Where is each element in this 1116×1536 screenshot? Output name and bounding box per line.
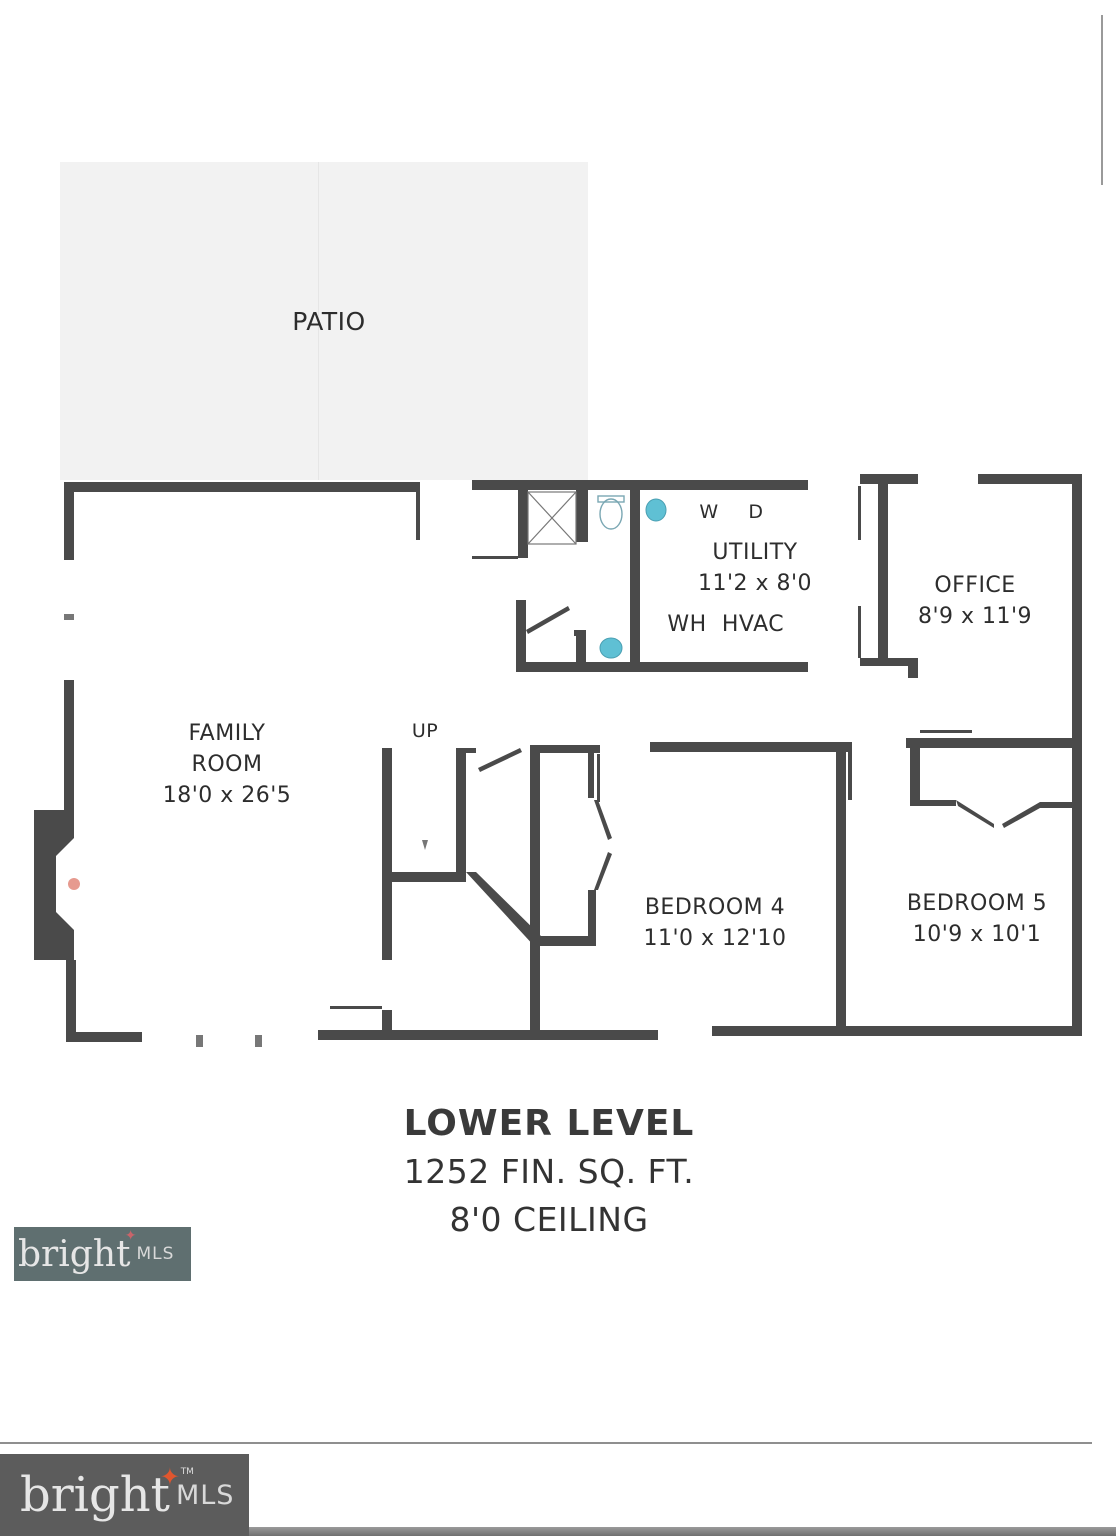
office-name: OFFICE <box>934 573 1016 598</box>
level-title-block: LOWER LEVEL 1252 FIN. SQ. FT. 8'0 CEILIN… <box>404 1100 695 1244</box>
scan-bottom-edge <box>249 1527 1116 1536</box>
utility-label: UTILITY 11'2 x 8'0 <box>698 537 812 599</box>
washer-label: W <box>699 501 719 523</box>
brand-wordmark: bright✦ <box>18 1227 137 1275</box>
sink-icon <box>599 498 667 659</box>
bedroom4-name: BEDROOM 4 <box>644 895 786 920</box>
bedroom4-label: BEDROOM 4 11'0 x 12'10 <box>643 892 786 954</box>
dryer-label: D <box>748 501 764 523</box>
mls-wordmark: MLS <box>136 1244 175 1264</box>
bright-mls-watermark-small: bright✦ MLS <box>14 1227 191 1281</box>
bedroom5-label: BEDROOM 5 10'9 x 10'1 <box>907 888 1047 950</box>
star-icon: ✦ <box>124 1227 137 1244</box>
scan-page-edge <box>0 1442 1092 1444</box>
ceiling-height: 8'0 CEILING <box>449 1200 649 1239</box>
floor-plan-walls <box>34 474 1082 1047</box>
office-dims: 8'9 x 11'9 <box>917 604 1033 629</box>
stair-arrow-icon <box>422 840 428 850</box>
level-title: LOWER LEVEL <box>403 1103 695 1144</box>
star-icon: ✦ <box>159 1463 180 1491</box>
office-label: OFFICE 8'9 x 11'9 <box>918 570 1032 632</box>
finished-area: 1252 FIN. SQ. FT. <box>403 1152 695 1191</box>
fireplace-icon <box>68 878 80 890</box>
patio-seam <box>318 162 319 480</box>
mls-wordmark: MLS <box>175 1479 235 1511</box>
bright-mls-watermark-large: bright✦TM MLS <box>0 1454 249 1536</box>
bedroom4-dims: 11'0 x 12'10 <box>643 926 787 951</box>
brand-wordmark: bright✦TM <box>20 1463 194 1523</box>
patio-label: PATIO <box>292 307 366 336</box>
shower-icon <box>527 491 577 545</box>
family-room-dims: 18'0 x 26'5 <box>162 783 292 808</box>
hvac-label: HVAC <box>721 612 785 637</box>
family-room-name-2: ROOM <box>191 752 263 777</box>
family-room-label: FAMILY ROOM 18'0 x 26'5 <box>163 718 292 811</box>
utility-dims: 11'2 x 8'0 <box>697 571 813 596</box>
stairs-up-label: UP <box>411 720 439 742</box>
bedroom5-dims: 10'9 x 10'1 <box>912 922 1042 947</box>
trademark-mark: TM <box>180 1467 194 1477</box>
family-room-name-1: FAMILY <box>188 721 266 746</box>
patio-area <box>60 162 588 480</box>
utility-name: UTILITY <box>712 540 798 565</box>
water-heater-label: WH <box>667 612 707 637</box>
toilet-icon <box>597 495 625 530</box>
scan-edge-line <box>1101 15 1103 185</box>
bedroom5-name: BEDROOM 5 <box>906 891 1048 916</box>
